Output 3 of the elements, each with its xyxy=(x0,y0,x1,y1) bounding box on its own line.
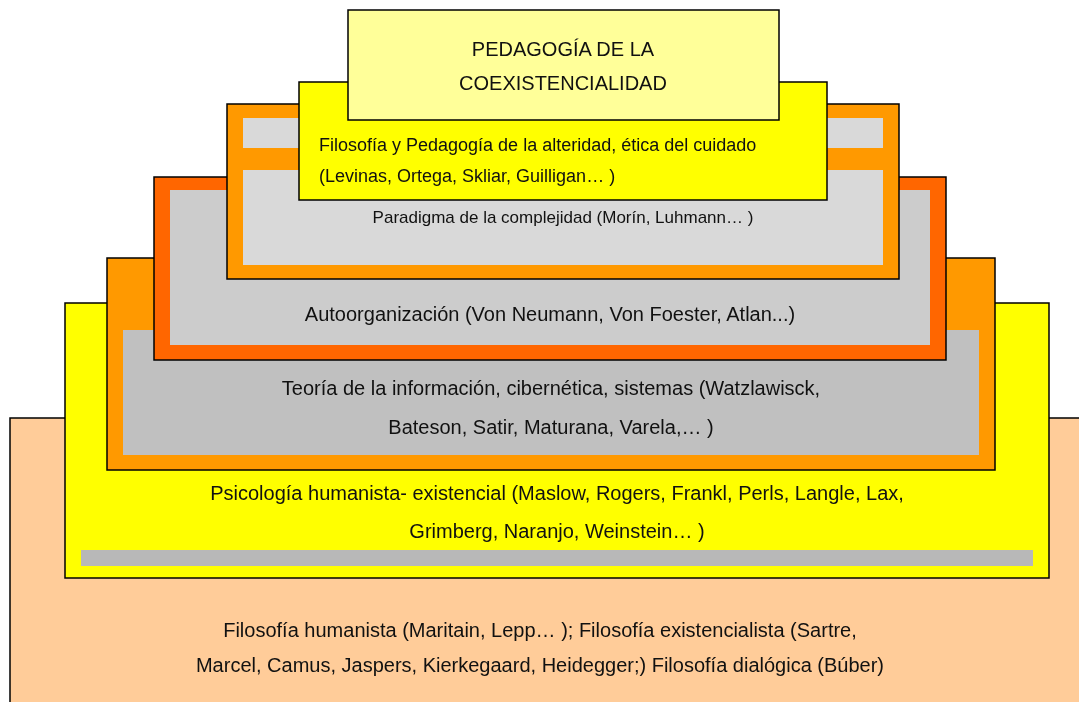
layer-text: Filosofía humanista (Maritain, Lepp… ); Filosofía existencialista (Sartre, Marcel, Camus, Jaspers, Kierkegaard, Heidegger;) Filosofía dialógica (Búber) xyxy=(190,613,890,683)
layer-text: Autoorganización (Von Neumann, Von Foester, Atlan...) xyxy=(180,300,920,328)
layer-text: Psicología humanista- existencial (Maslow, Rogers, Frankl, Perls, Langle, Lax, Grimberg, Naranjo, Weinstein… ) xyxy=(202,474,912,550)
